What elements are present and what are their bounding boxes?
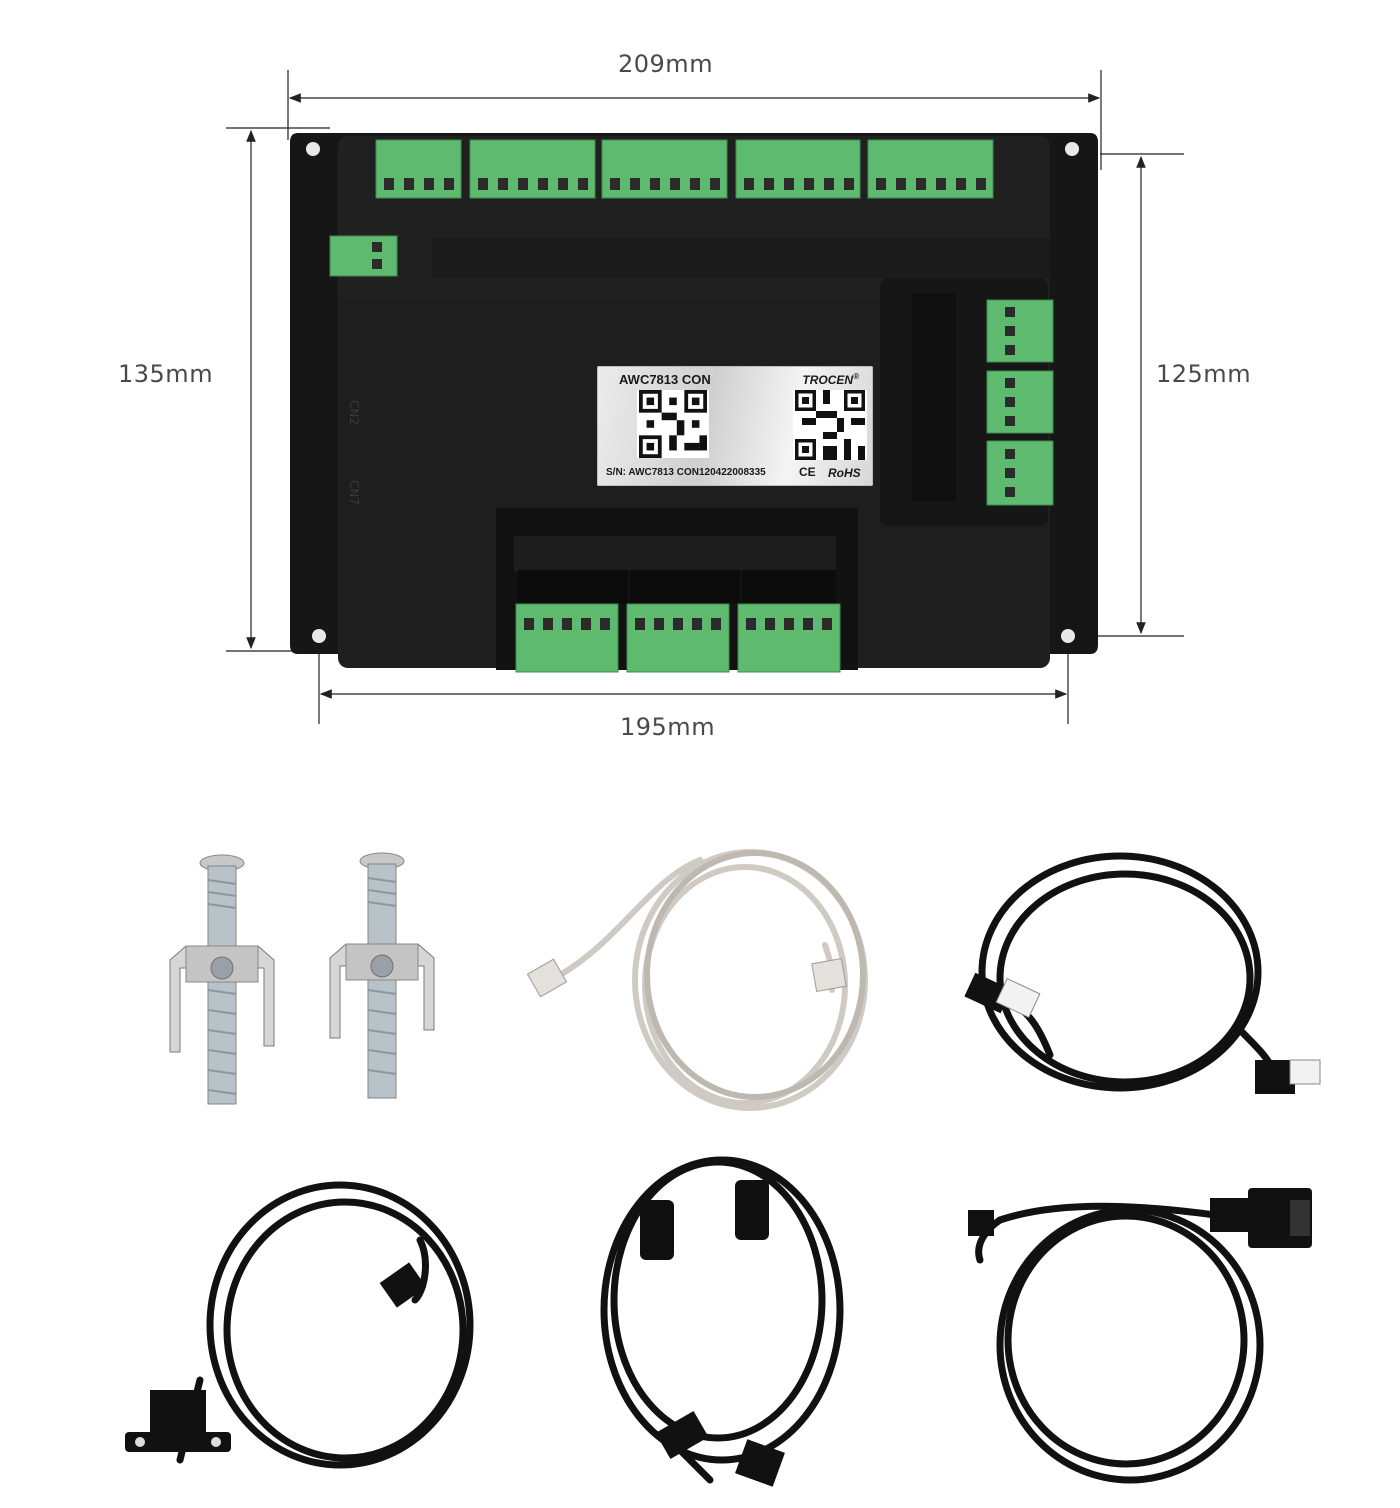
model-label: AWC7813 CON <box>619 372 711 387</box>
terminal-block-top <box>375 139 994 199</box>
dimension-left-height: 135mm <box>118 360 214 388</box>
brand-label: TROCEN® <box>802 372 859 387</box>
mounting-bracket-screw-1 <box>169 854 275 1105</box>
dimension-top-width: 209mm <box>618 50 714 78</box>
ce-mark: CE <box>799 465 816 479</box>
db9-serial-extension-cable <box>975 1202 1264 1484</box>
dimension-right-height: 125mm <box>1156 360 1252 388</box>
product-label-sticker: AWC7813 CON TROCEN® S/N: AWC78 <box>597 366 873 486</box>
serial-number-label: S/N: AWC7813 CON120422008335 <box>606 467 766 478</box>
terminal-block-bottom <box>515 603 841 673</box>
svg-text:CN2: CN2 <box>347 400 361 425</box>
usb-cable-angled <box>978 852 1279 1092</box>
usb-a-to-b-cable-ferrite <box>600 1156 844 1484</box>
mounting-bracket-screw-2 <box>329 852 435 1099</box>
qr-code-icon <box>793 390 867 460</box>
usb-b-panel-mount-cable <box>176 1181 474 1469</box>
svg-text:CN7: CN7 <box>347 480 361 505</box>
qr-code-icon <box>637 390 709 458</box>
terminal-block-power <box>329 235 398 277</box>
dimension-bottom-width: 195mm <box>620 713 716 741</box>
rohs-mark: RoHS <box>828 466 861 480</box>
accessories-photo <box>125 849 1321 1487</box>
terminal-block-right <box>986 299 1054 506</box>
